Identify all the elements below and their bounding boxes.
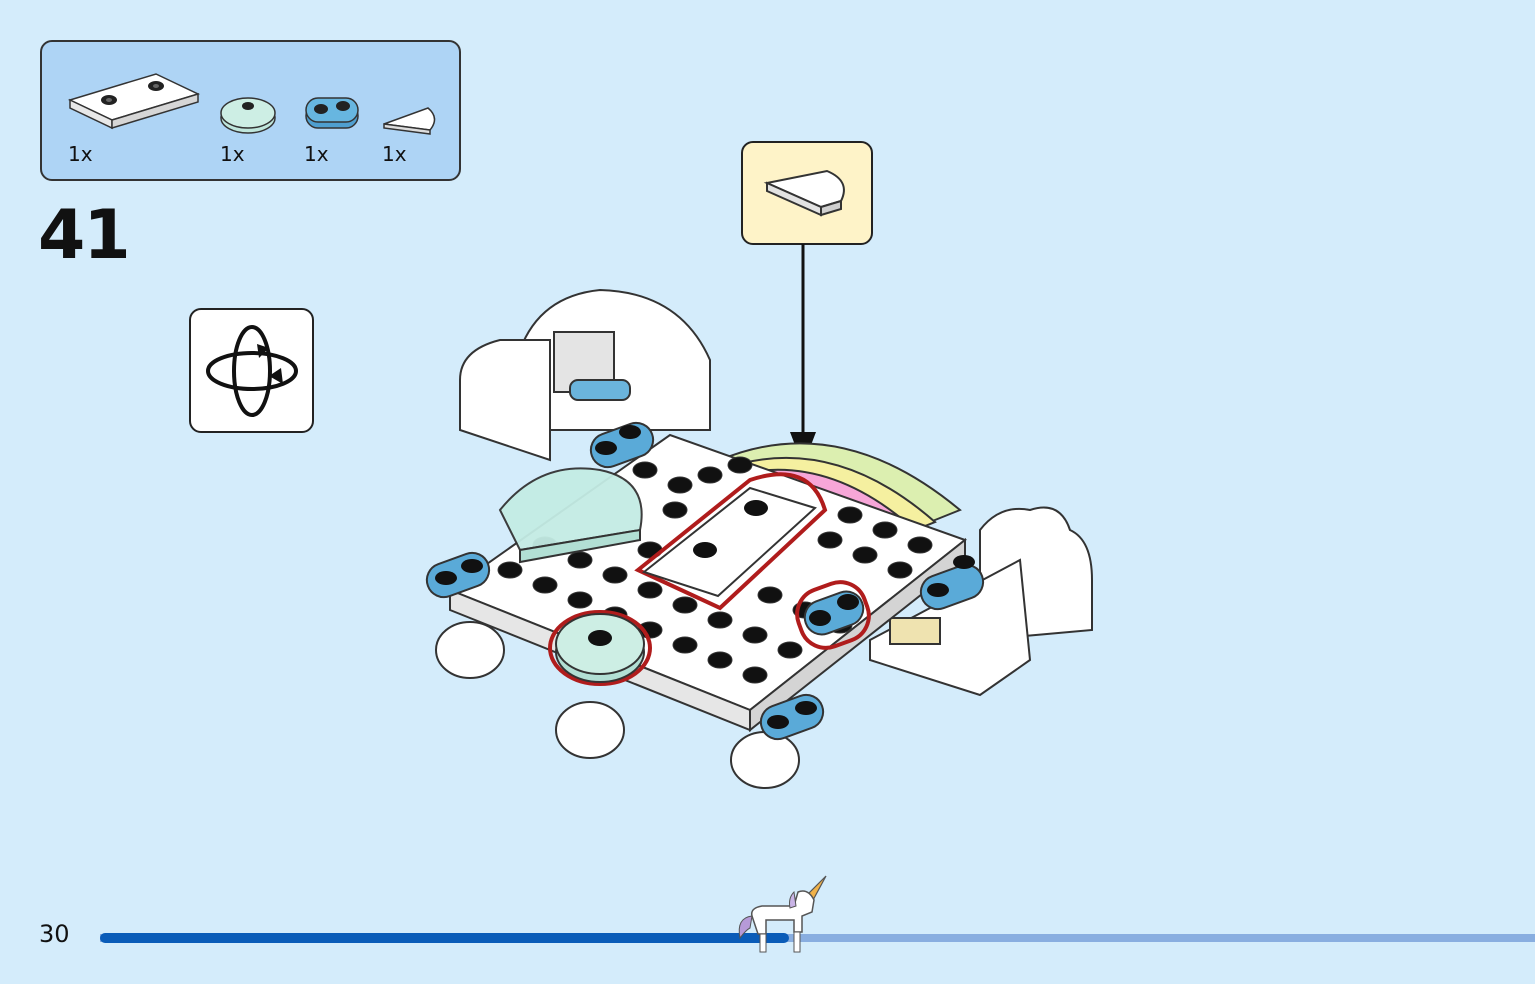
new-round-tile — [548, 610, 652, 686]
cloud-right — [869, 506, 1093, 697]
step-number: 41 — [38, 196, 131, 275]
progress-done — [100, 933, 789, 943]
round-tile-icon — [220, 97, 276, 134]
progress-remaining — [100, 934, 1535, 942]
progress-bar — [100, 933, 1535, 943]
new-white-plate — [634, 472, 828, 611]
part-count-blue-plate: 1x — [304, 142, 329, 166]
parts-list-box: 1x 1x 1x 1x — [40, 40, 461, 181]
part-count-round-tile: 1x — [220, 142, 245, 166]
part-count-quarter-tile: 1x — [382, 142, 407, 166]
transparent-dome — [498, 467, 643, 564]
cloud-back — [459, 288, 711, 462]
quarter-round-tile-icon — [763, 169, 845, 217]
rotate-model-box — [189, 308, 314, 433]
quarter-tile-icon — [383, 107, 436, 135]
white-plate-icon — [67, 73, 201, 130]
blue-plate-icon — [305, 97, 359, 129]
page-number: 30 — [39, 920, 70, 948]
blue-corner-plates — [425, 421, 985, 741]
part-count-plate: 1x — [68, 142, 93, 166]
new-blue-plate — [795, 580, 871, 650]
unicorn-icon — [738, 875, 827, 953]
rotate-model-icon — [206, 325, 298, 417]
callout-box — [741, 141, 873, 245]
model-illustration — [425, 244, 1093, 789]
feet — [435, 621, 800, 789]
